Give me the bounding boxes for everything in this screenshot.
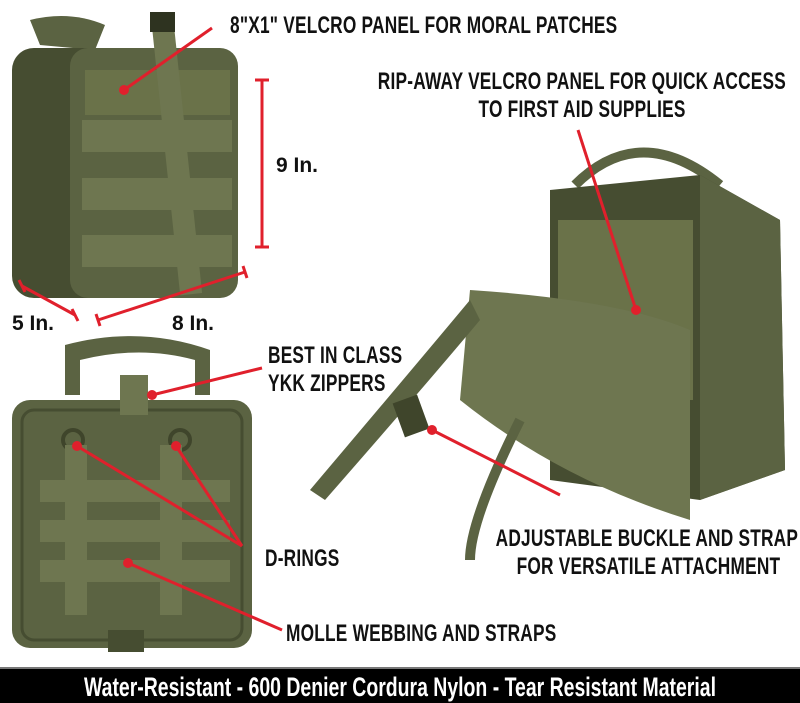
buckle-label-line1: ADJUSTABLE BUCKLE AND STRAP (495, 525, 798, 552)
rip-away-label-line1: RIP-AWAY VELCRO PANEL FOR QUICK ACCESS (377, 68, 786, 95)
d-rings-label: D-RINGS (265, 545, 340, 572)
buckle-label-line2: FOR VERSATILE ATTACHMENT (516, 553, 780, 580)
rip-away-label-line2: TO FIRST AID SUPPLIES (478, 96, 686, 123)
callout-lines (76, 26, 638, 632)
zippers-label-line1: BEST IN CLASS (268, 342, 403, 369)
bag-front-view (12, 12, 238, 298)
zippers-label-line2: YKK ZIPPERS (268, 370, 386, 397)
height-dimension: 9 In. (276, 154, 319, 177)
bag-back-view (12, 336, 252, 652)
velcro-patch-label: 8"X1" VELCRO PANEL FOR MORAL PATCHES (230, 12, 618, 39)
footer-banner: Water-Resistant - 600 Denier Cordura Nyl… (0, 667, 800, 703)
callout-dots (72, 85, 641, 568)
bag-open-view (310, 147, 785, 561)
footer-text: Water-Resistant - 600 Denier Cordura Nyl… (84, 672, 716, 702)
molle-label: MOLLE WEBBING AND STRAPS (286, 620, 557, 647)
width-dimension: 8 In. (172, 312, 215, 335)
dimension-markers (17, 78, 269, 327)
molle-webbing (82, 120, 232, 267)
depth-dimension: 5 In. (12, 312, 55, 335)
